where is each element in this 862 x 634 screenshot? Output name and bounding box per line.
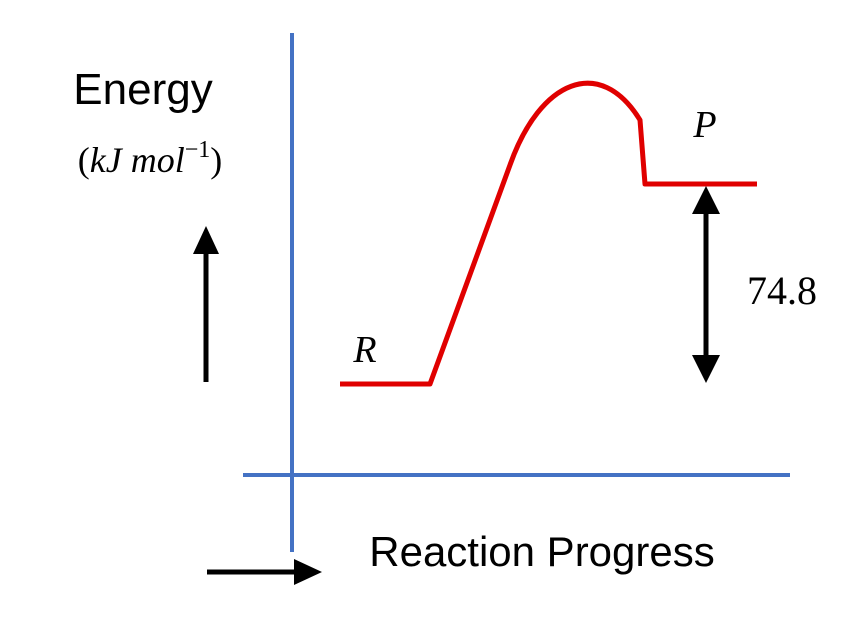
energy-direction-arrow-icon (193, 226, 219, 254)
reactant-label: R (352, 329, 376, 371)
energy-curve (340, 80, 757, 387)
unit-open-paren: ( (78, 140, 90, 180)
unit-close-paren: ) (210, 140, 222, 180)
unit-text: kJ mol (90, 140, 185, 180)
energy-unit-label: (kJ mol−1) (78, 137, 223, 180)
energy-label: Energy (73, 65, 212, 114)
product-label: P (692, 104, 716, 146)
progress-direction-arrow-icon (294, 559, 322, 585)
enthalpy-arrow-bottom-icon (692, 355, 720, 383)
unit-exponent: −1 (185, 137, 211, 163)
x-axis-label: Reaction Progress (369, 528, 715, 575)
enthalpy-value-label: 74.8 (747, 268, 817, 313)
enthalpy-arrow-top-icon (692, 186, 720, 214)
